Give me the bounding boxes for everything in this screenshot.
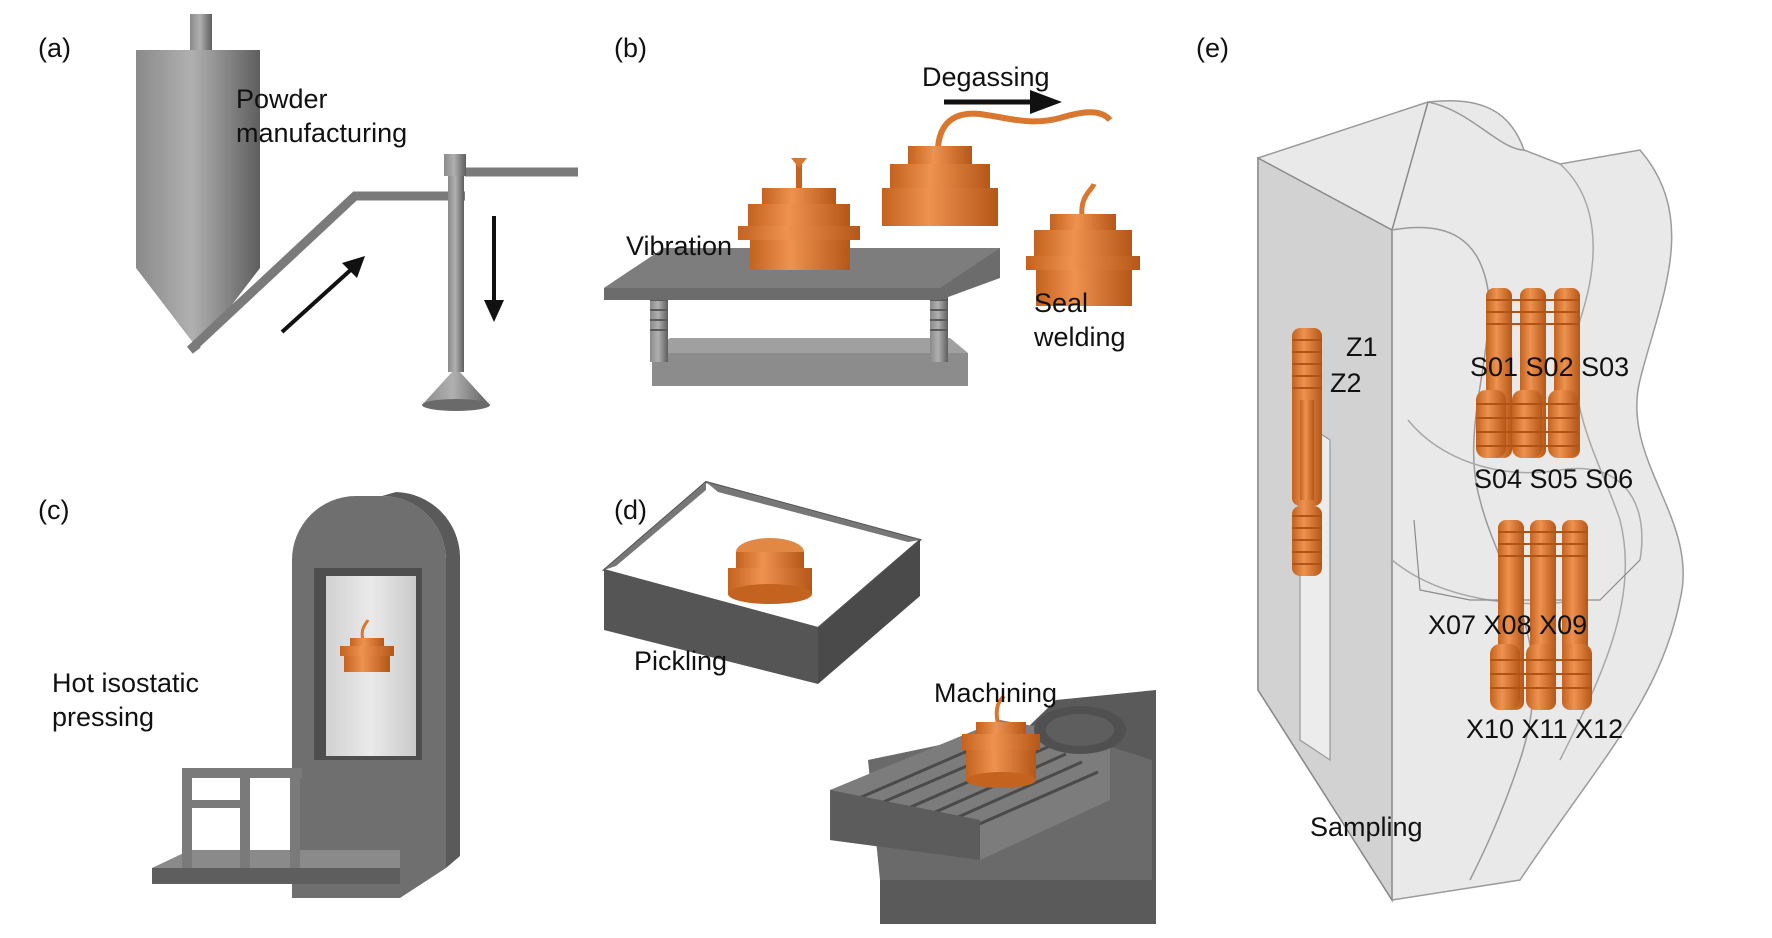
panel-c: (c) Hot isostatic pressing: [38, 492, 460, 898]
panel-a-tag: (a): [38, 33, 71, 63]
panel-b-tag: (b): [614, 33, 647, 63]
sampling-label: Sampling: [1310, 812, 1423, 842]
powder-collector: [422, 154, 490, 411]
machining-table: [830, 690, 1156, 924]
pickling-label: Pickling: [634, 646, 727, 676]
hip-label-line2: pressing: [52, 702, 154, 732]
hip-furnace: [292, 492, 460, 898]
panel-d: (d): [601, 480, 1156, 924]
hip-support-frame: [152, 768, 400, 884]
specimens-s: [1476, 288, 1580, 458]
z2-label: Z2: [1330, 368, 1362, 398]
flow-arrow-down-icon: [484, 216, 504, 322]
specimens-x: [1490, 520, 1592, 710]
panel-a: (a) Powder manufacturing: [38, 14, 578, 411]
degassing-can: [882, 109, 1113, 226]
seal-label-line1: Seal: [1034, 288, 1088, 318]
powder-label-line2: manufacturing: [236, 118, 407, 148]
degassing-arrow-icon: [944, 90, 1062, 114]
powder-cyclone-tank: [136, 14, 260, 344]
machining-can: [962, 694, 1040, 788]
hip-label-line1: Hot isostatic: [52, 668, 199, 698]
x-row-top-label: X07 X08 X09: [1428, 610, 1587, 640]
panel-b: (b): [604, 33, 1140, 386]
s-row-bottom-label: S04 S05 S06: [1474, 464, 1633, 494]
specimen-z: [1292, 328, 1322, 576]
vibration-label: Vibration: [626, 231, 732, 261]
seal-label-line2: welding: [1033, 322, 1126, 352]
panel-e: (e): [1196, 33, 1684, 903]
vibrating-can: [738, 158, 860, 270]
s-row-top-label: S01 S02 S03: [1470, 352, 1629, 382]
machining-label: Machining: [934, 678, 1057, 708]
sealed-can: [1026, 182, 1140, 306]
sampled-block: [1257, 99, 1684, 903]
pickling-can: [728, 538, 812, 604]
panel-d-tag: (d): [614, 495, 647, 525]
flow-arrow-up-icon: [280, 256, 365, 334]
z1-label: Z1: [1346, 332, 1378, 362]
powder-label-line1: Powder: [236, 84, 328, 114]
degassing-label: Degassing: [922, 62, 1050, 92]
x-row-bottom-label: X10 X11 X12: [1466, 714, 1623, 744]
panel-e-tag: (e): [1196, 33, 1229, 63]
hip-can: [340, 619, 394, 672]
powder-pipe: [186, 191, 465, 354]
panel-c-tag: (c): [38, 495, 69, 525]
